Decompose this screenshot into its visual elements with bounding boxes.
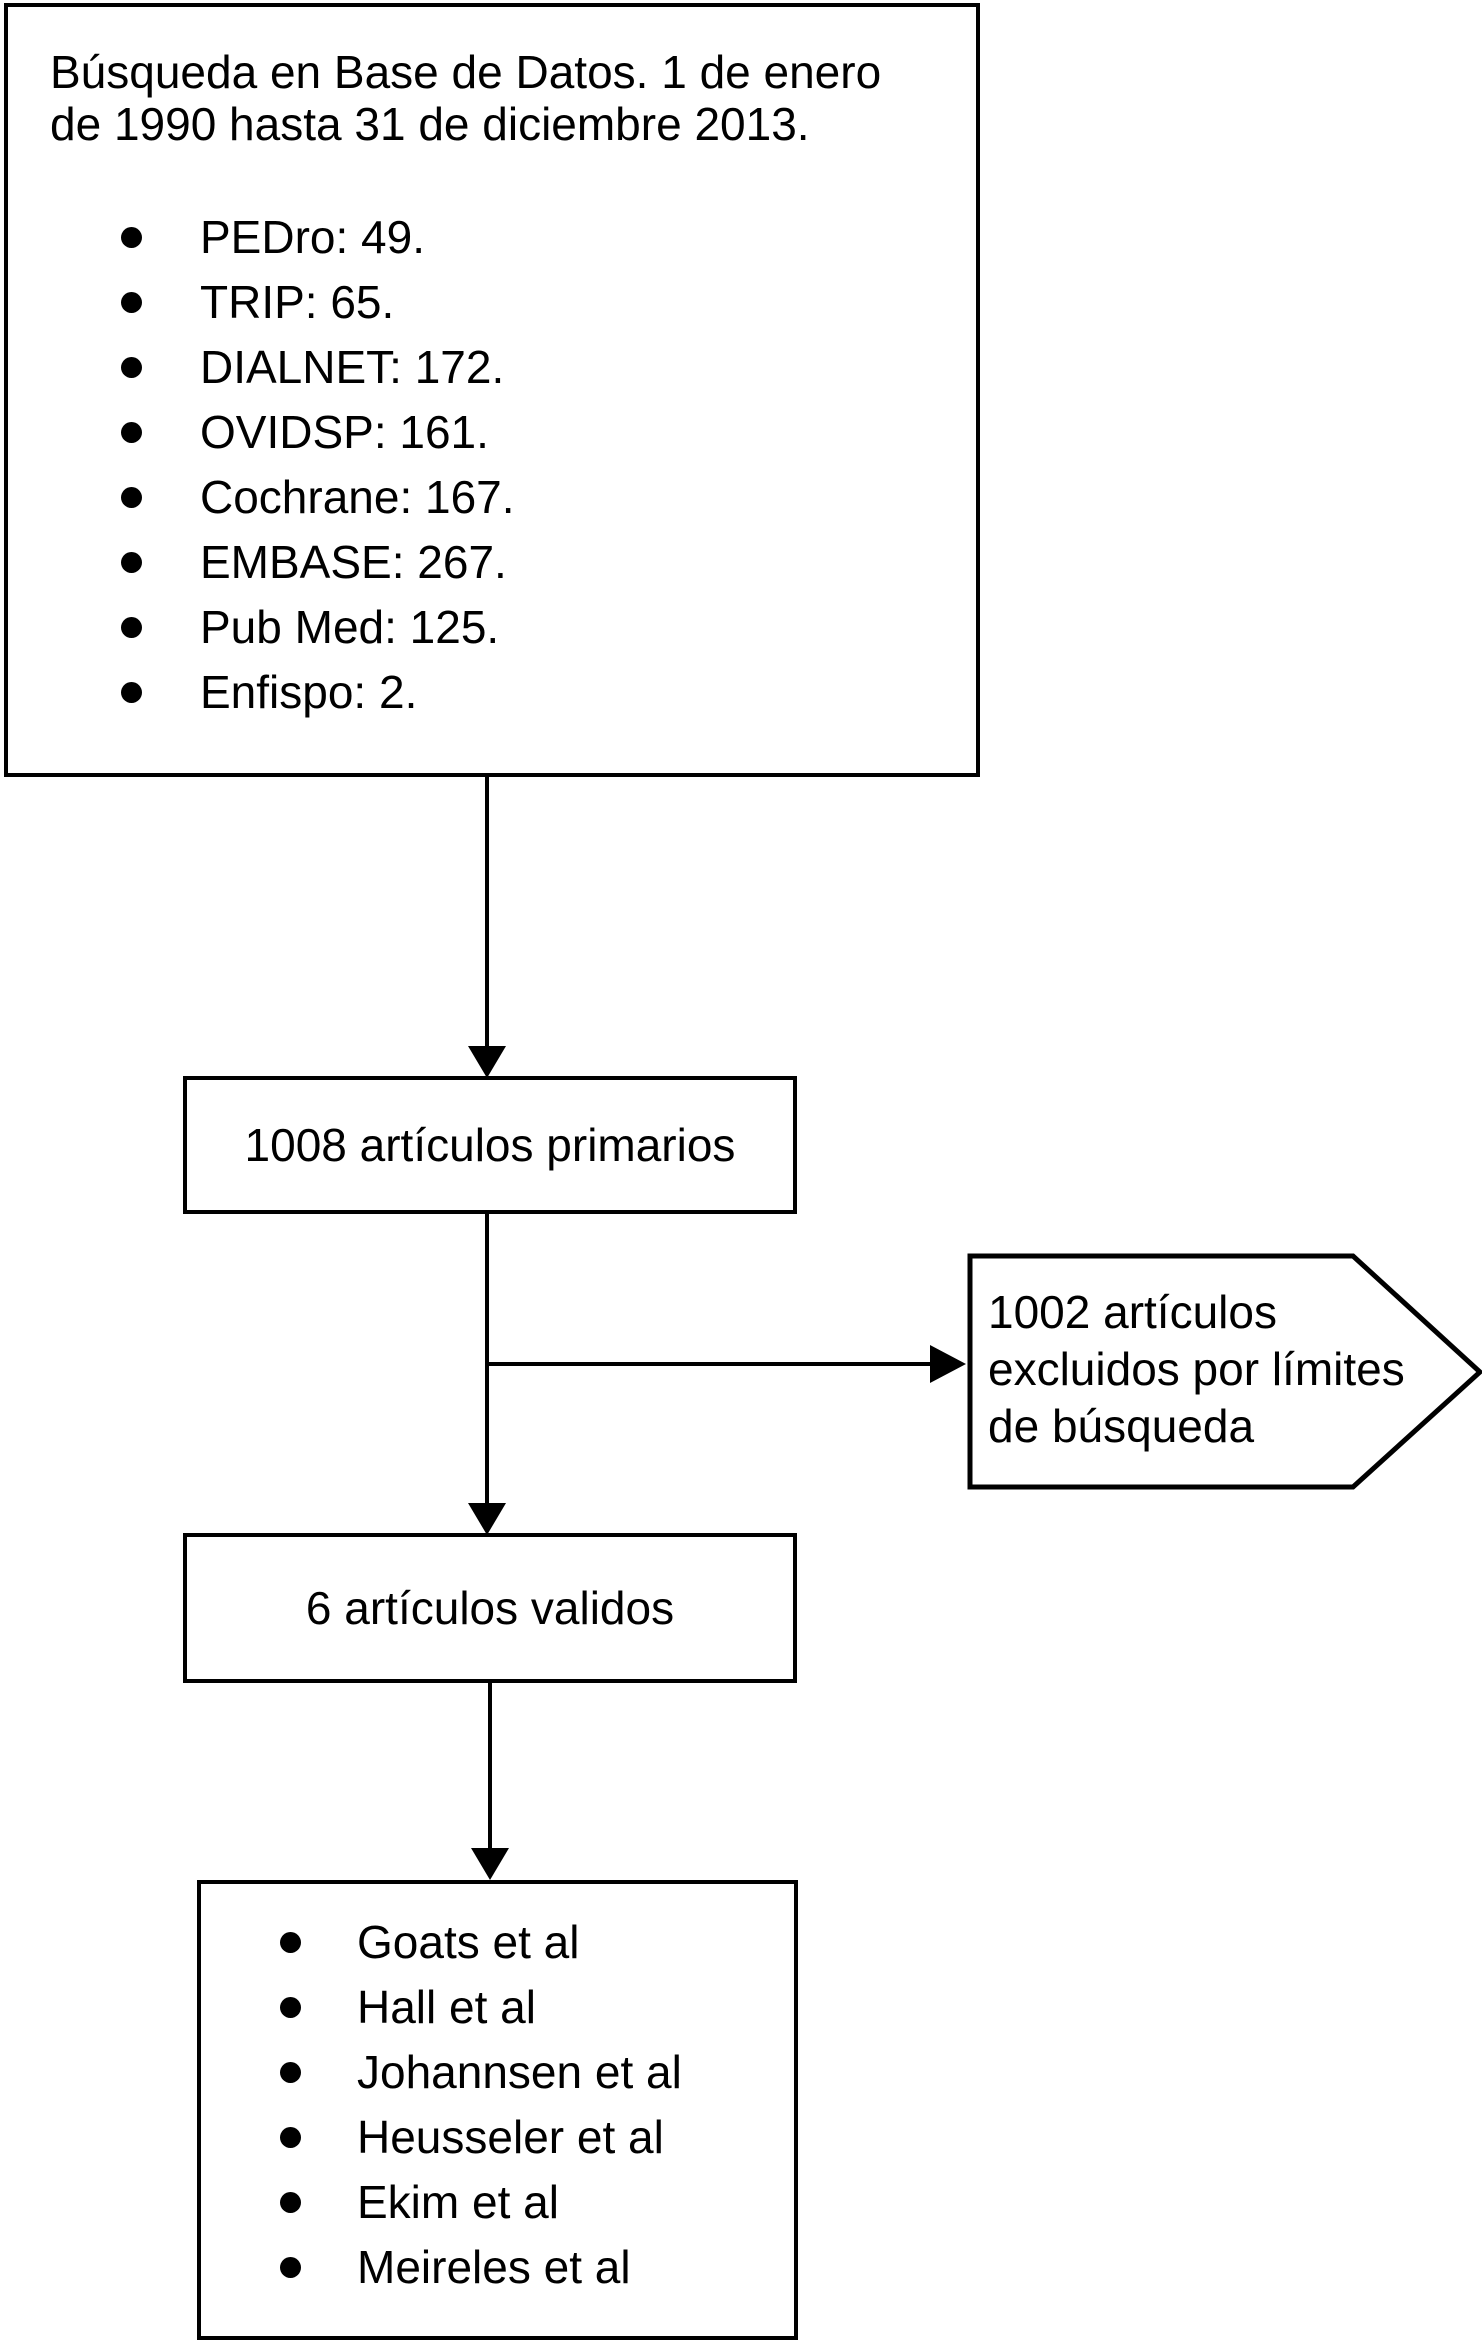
excluded-callout-shape [967, 1253, 1482, 1490]
valid-articles-box: 6 artículos validos [183, 1533, 797, 1683]
author-list-item: Johannsen et al [201, 2040, 791, 2105]
excluded-callout-line: de búsqueda [988, 1400, 1255, 1452]
author-list-item: Goats et al [201, 1910, 791, 1975]
database-list-item: Cochrane: 167. [8, 465, 968, 530]
author-list-item: Heusseler et al [201, 2105, 791, 2170]
search-box-title-line: Búsqueda en Base de Datos. 1 de enero [50, 46, 882, 98]
database-list: PEDro: 49.TRIP: 65.DIALNET: 172.OVIDSP: … [8, 205, 968, 725]
valid-articles-label: 6 artículos validos [305, 1582, 675, 1634]
database-list-item: TRIP: 65. [8, 270, 968, 335]
database-list-item: Pub Med: 125. [8, 595, 968, 660]
database-list-item: PEDro: 49. [8, 205, 968, 270]
primary-articles-box: 1008 artículos primarios [183, 1076, 797, 1214]
excluded-callout-line: 1002 artículos [988, 1286, 1277, 1338]
arrow-primary-to-valid-head [468, 1503, 506, 1535]
database-list-item: DIALNET: 172. [8, 335, 968, 400]
arrow-search-to-primary-head [468, 1046, 506, 1078]
arrow-valid-to-authors-head [471, 1848, 509, 1880]
database-list-item: OVIDSP: 161. [8, 400, 968, 465]
author-list-item: Hall et al [201, 1975, 791, 2040]
author-list-item: Ekim et al [201, 2170, 791, 2235]
author-list-item: Meireles et al [201, 2235, 791, 2300]
primary-articles-label: 1008 artículos primarios [244, 1119, 736, 1171]
database-list-item: Enfispo: 2. [8, 660, 968, 725]
database-list-item: EMBASE: 267. [8, 530, 968, 595]
excluded-callout-line: excluidos por límites [988, 1343, 1405, 1395]
arrow-branch-to-excluded-head [930, 1345, 966, 1383]
search-box-title-line: de 1990 hasta 31 de diciembre 2013. [50, 98, 810, 150]
